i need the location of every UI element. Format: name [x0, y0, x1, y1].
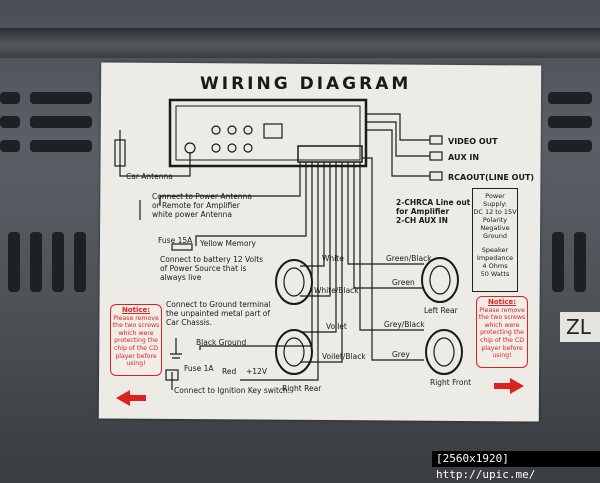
power-antenna-2: or Remote for Amplifier — [152, 201, 240, 210]
top-rail — [0, 28, 600, 58]
ground-1: Connect to Ground terminal — [166, 300, 271, 309]
green-black-wire-label: Green/Black — [386, 254, 432, 263]
power-spec-box: Power Supply: DC 12 to 15V Polarity Nega… — [472, 188, 518, 292]
wiring-lines — [114, 98, 524, 406]
fuse-15-label: Fuse 15A — [158, 236, 193, 245]
power-antenna-1: Connect to Power Antenna — [152, 192, 252, 201]
right-arrow-icon — [494, 378, 524, 394]
diagram-title: WIRING DIAGRAM — [200, 74, 412, 94]
ignition-label: Connect to Ignition Key switch. — [174, 386, 291, 395]
aux-in-label: AUX IN — [448, 153, 480, 162]
yellow-memory-label: Yellow Memory — [200, 239, 256, 248]
rca-note-2: for Amplifier — [396, 207, 450, 216]
grey-wire-label: Grey — [392, 350, 410, 359]
left-rear-label: Left Rear — [424, 306, 458, 315]
battery-3: always live — [160, 273, 202, 282]
side-label: ZL — [560, 312, 600, 342]
white-wire-label: White — [322, 254, 344, 263]
voilet-black-wire-label: Voilet/Black — [322, 352, 366, 361]
notice-left: Notice: Please remove the two screws whi… — [110, 304, 162, 376]
rca-note-1: 2-CHRCA Line out — [396, 198, 471, 207]
fuse-1-label: Fuse 1A — [184, 364, 214, 373]
power-antenna-3: white power Antenna — [152, 210, 233, 219]
rca-note-3: 2-CH AUX IN — [396, 216, 448, 225]
watermark: [2560x1920] http://upic.me/ — [432, 451, 600, 481]
notice-right: Notice: Please remove the two screws whi… — [476, 296, 528, 368]
black-ground-label: Black Ground — [196, 338, 247, 347]
right-rear-label: Right Rear — [282, 384, 322, 393]
battery-1: Connect to battery 12 Volts — [160, 255, 264, 264]
red-wire-label: Red — [222, 367, 237, 376]
plus12v-label: +12V — [246, 367, 267, 376]
voilet-wire-label: Voilet — [326, 322, 347, 331]
ground-2: the unpainted metal part of — [166, 309, 271, 318]
left-arrow-icon — [116, 390, 146, 406]
car-antenna-label: Car Antenna — [126, 172, 173, 181]
battery-2: of Power Source that is — [160, 264, 247, 273]
right-front-label: Right Front — [430, 378, 472, 387]
grey-black-wire-label: Grey/Black — [384, 320, 425, 329]
ground-3: Car Chassis. — [166, 318, 213, 327]
rca-out-label: RCAOUT(LINE OUT) — [448, 173, 535, 182]
video-out-label: VIDEO OUT — [448, 137, 498, 146]
green-wire-label: Green — [392, 278, 415, 287]
white-black-wire-label: White/Black — [314, 286, 359, 295]
